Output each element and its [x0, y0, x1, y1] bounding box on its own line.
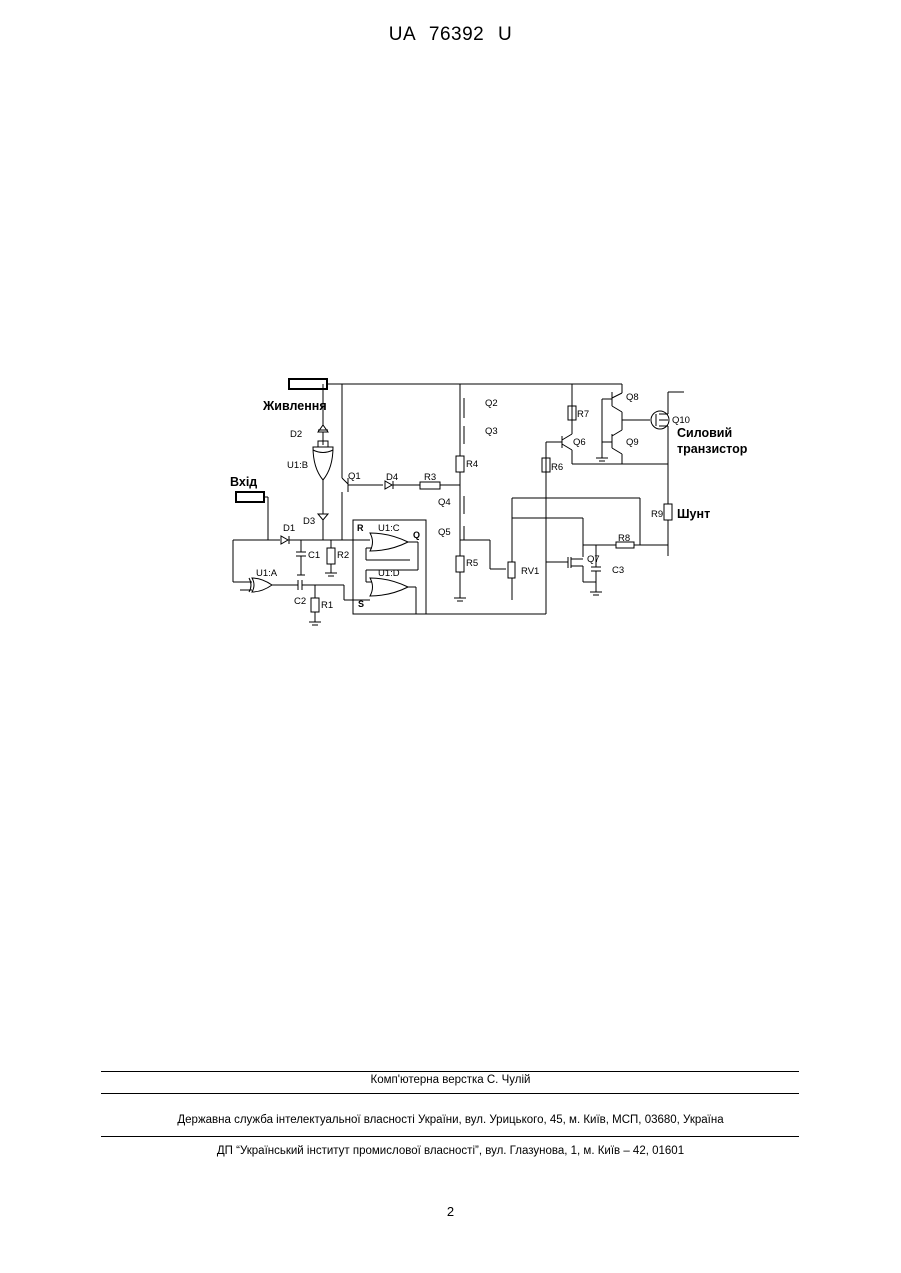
u1a-label: U1:A — [256, 568, 278, 579]
q4-label: Q4 — [438, 497, 451, 508]
input-terminal — [236, 492, 264, 502]
c3-label: C3 — [612, 565, 624, 576]
u1c-label: U1:C — [378, 523, 400, 534]
q6-label: Q6 — [573, 437, 586, 448]
r3-label: R3 — [424, 472, 436, 483]
footer-rule-middle — [101, 1093, 799, 1094]
footer-rule-top — [101, 1071, 799, 1072]
power-transistor-label-line1: Силовий — [677, 426, 732, 440]
q1-label: Q1 — [348, 471, 361, 482]
q5-label: Q5 — [438, 527, 451, 538]
d3-label: D3 — [303, 516, 315, 527]
input-label: Вхід — [230, 475, 257, 489]
q3-label: Q3 — [485, 426, 498, 437]
r5-label: R5 — [466, 558, 478, 569]
footer-rule-bottom — [101, 1136, 799, 1137]
latch-r-pin: R — [357, 523, 364, 533]
shunt-label: Шунт — [677, 507, 710, 521]
q2-label: Q2 — [485, 398, 498, 409]
q7-label: Q7 — [587, 554, 600, 565]
q10-label: Q10 — [672, 415, 690, 426]
d1-label: D1 — [283, 523, 295, 534]
d4-label: D4 — [386, 472, 398, 483]
footer-layout-credit: Комп'ютерна верстка С. Чулій — [0, 1074, 901, 1086]
c2-label: C2 — [294, 596, 306, 607]
rv1-label: RV1 — [521, 566, 539, 577]
footer-institute-address: ДП “Український інститут промислової вла… — [0, 1145, 901, 1157]
r2-label: R2 — [337, 550, 349, 561]
r6-label: R6 — [551, 462, 563, 473]
r1-label: R1 — [321, 600, 333, 611]
d2-label: D2 — [290, 429, 302, 440]
q8-label: Q8 — [626, 392, 639, 403]
power-terminal — [289, 379, 327, 389]
r9-label: R9 — [651, 509, 663, 520]
latch-s-pin: S — [358, 599, 364, 609]
c1-label: C1 — [308, 550, 320, 561]
footer-office-address: Державна служба інтелектуальної власност… — [0, 1114, 901, 1126]
u1d-label: U1:D — [378, 568, 400, 579]
u1b-label: U1:B — [287, 460, 308, 471]
r8-label: R8 — [618, 533, 630, 544]
latch-q-pin: Q — [413, 530, 420, 540]
q9-label: Q9 — [626, 437, 639, 448]
page-number: 2 — [0, 1204, 901, 1219]
r7-label: R7 — [577, 409, 589, 420]
power-label: Живлення — [262, 399, 327, 413]
power-transistor-label-line2: транзистор — [677, 442, 748, 456]
r4-label: R4 — [466, 459, 478, 470]
